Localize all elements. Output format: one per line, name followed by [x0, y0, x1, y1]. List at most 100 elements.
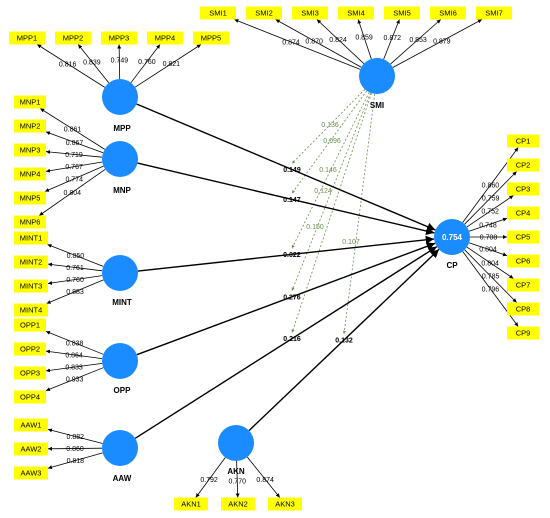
indicator-box-mpp2: [55, 31, 91, 45]
construct-akn: [218, 425, 254, 461]
indicator-name-smi1: SMI1: [209, 9, 227, 18]
loading-value-mint3: 0.760: [66, 277, 84, 284]
loading-line-mnp6: [39, 168, 106, 216]
loading-value-cp9: 0.796: [482, 286, 500, 293]
indicator-box-cp7: [507, 278, 539, 292]
indicator-box-opp2: [14, 342, 46, 356]
indicator-box-smi4: [338, 6, 374, 20]
indicator-name-opp4: OPP4: [20, 393, 40, 402]
indicator-box-opp4: [14, 390, 46, 404]
structural-paths-layer: [134, 103, 440, 439]
indicator-name-mpp1: MPP1: [17, 34, 37, 43]
loading-line-mint3: [47, 275, 103, 285]
construct-label-akn: AKN: [227, 467, 245, 476]
loading-value-mnp5: 0.774: [65, 176, 83, 183]
moderation-coefficient-mpp-cp: 0.136: [321, 122, 339, 129]
loading-value-smi1: 0.874: [282, 39, 300, 46]
indicator-name-mnp1: MNP1: [20, 98, 41, 107]
indicator-name-aaw2: AAW2: [21, 445, 42, 454]
indicator-name-opp1: OPP1: [20, 321, 40, 330]
indicator-box-mint4: [14, 303, 48, 317]
indicator-box-smi2: [246, 6, 282, 20]
moderation-path-akn-cp: [342, 93, 376, 335]
indicator-name-smi5: SMI5: [393, 9, 411, 18]
moderation-path-mpp-cp: [291, 89, 366, 164]
indicator-box-cp1: [507, 134, 539, 148]
loading-line-aaw1: [47, 428, 103, 444]
loading-line-akn1: [195, 457, 226, 498]
indicator-box-smi3: [292, 6, 328, 20]
loading-lines-layer: [37, 19, 519, 498]
indicator-box-mnp5: [14, 191, 46, 205]
indicator-name-cp8: CP8: [516, 305, 531, 314]
construct-r-squared-cp: 0.754: [442, 233, 463, 242]
loading-line-cp3: [466, 195, 514, 228]
loading-line-mint2: [47, 262, 103, 272]
loading-value-mint2: 0.761: [66, 265, 84, 272]
indicator-name-cp3: CP3: [516, 185, 531, 194]
loading-value-mnp4: 0.767: [65, 164, 83, 171]
loading-value-smi2: 0.870: [305, 38, 323, 45]
indicator-name-mpp4: MPP4: [155, 34, 175, 43]
indicator-name-smi3: SMI3: [301, 9, 319, 18]
construct-label-mnp: MNP: [113, 186, 131, 195]
loading-value-mpp5: 0.821: [163, 61, 181, 68]
loading-line-smi2: [275, 19, 362, 68]
construct-smi: [359, 58, 395, 94]
loading-line-mpp3: [117, 44, 122, 80]
construct-label-cp: CP: [446, 261, 458, 270]
loading-line-cp8: [464, 249, 517, 303]
indicator-name-mint1: MINT1: [20, 234, 43, 243]
indicator-box-mnp1: [14, 95, 46, 109]
indicator-name-akn1: AKN1: [181, 500, 201, 509]
construct-label-mint: MINT: [112, 298, 132, 307]
indicator-name-mint4: MINT4: [20, 306, 43, 315]
loading-line-smi5: [383, 19, 400, 60]
loading-value-aaw3: 0.818: [67, 458, 85, 465]
indicator-box-aaw1: [14, 418, 48, 432]
indicator-name-smi7: SMI7: [485, 9, 503, 18]
indicator-box-smi5: [384, 6, 420, 20]
indicator-name-cp7: CP7: [516, 281, 531, 290]
indicator-name-cp4: CP4: [516, 209, 531, 218]
indicator-box-smi6: [430, 6, 466, 20]
loading-value-mpp3: 0.749: [111, 58, 129, 65]
loading-value-cp8: 0.785: [482, 274, 500, 281]
indicator-box-akn3: [268, 497, 302, 511]
indicator-box-akn2: [221, 497, 255, 511]
loading-line-mnp1: [40, 108, 106, 150]
path-coefficient-mnp: 0.147: [283, 197, 301, 204]
indicator-name-aaw1: AAW1: [21, 421, 42, 430]
loading-value-opp3: 0.833: [65, 365, 83, 372]
indicator-name-mnp6: MNP6: [20, 218, 41, 227]
indicator-box-cp5: [507, 230, 539, 244]
construct-mnp: [102, 141, 138, 177]
indicator-name-opp3: OPP3: [20, 369, 40, 378]
indicator-box-akn1: [174, 497, 208, 511]
loading-line-opp2: [45, 349, 103, 360]
loading-line-smi4: [357, 19, 372, 60]
moderation-path-mint-cp: [291, 92, 370, 249]
construct-label-smi: SMI: [370, 101, 384, 110]
loading-value-mint4: 0.883: [66, 289, 84, 296]
loading-line-opp1: [45, 331, 104, 355]
indicator-name-smi4: SMI4: [347, 9, 365, 18]
indicator-box-cp6: [507, 254, 539, 268]
indicator-box-mpp5: [193, 31, 229, 45]
loading-value-aaw1: 0.882: [67, 434, 85, 441]
indicator-name-akn3: AKN3: [275, 500, 295, 509]
moderation-path-mnp-cp: [291, 90, 368, 194]
path-coefficient-opp: 0.276: [283, 294, 301, 301]
indicator-name-mpp5: MPP5: [201, 34, 221, 43]
indicator-name-mint2: MINT2: [20, 258, 43, 267]
loading-value-cp3: 0.752: [481, 209, 499, 216]
indicator-box-aaw3: [14, 466, 48, 480]
indicator-name-aaw3: AAW3: [21, 469, 42, 478]
indicator-box-mnp2: [14, 119, 46, 133]
loading-value-akn1: 0.792: [200, 477, 218, 484]
indicator-name-cp9: CP9: [516, 329, 531, 338]
indicator-box-cp8: [507, 302, 539, 316]
loading-line-smi6: [390, 19, 441, 65]
indicator-box-cp4: [507, 206, 539, 220]
